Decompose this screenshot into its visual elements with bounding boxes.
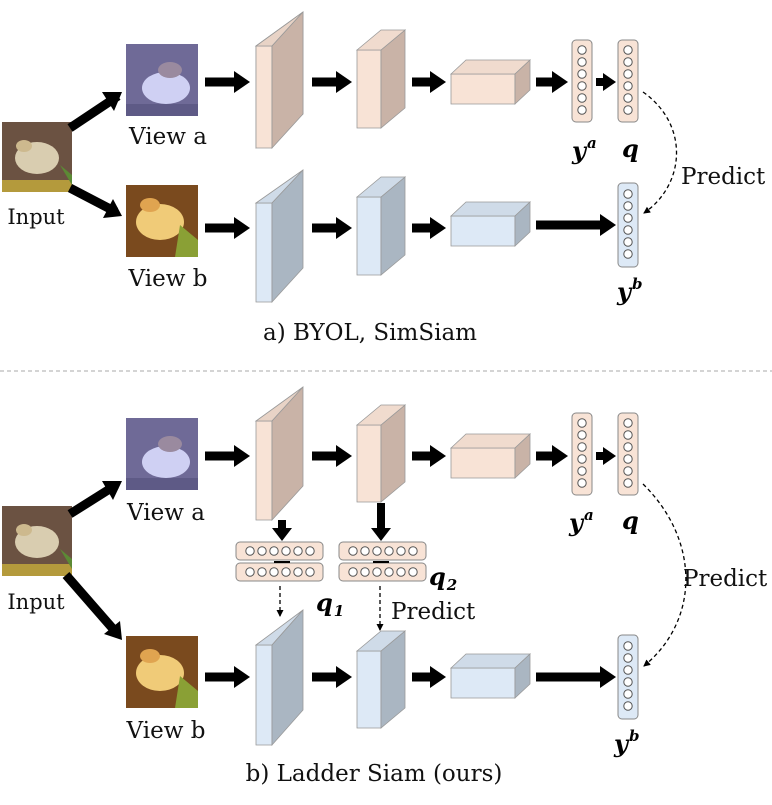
encoder-layer-3-a-top (449, 59, 532, 105)
ladder-predictor-1: q1 (235, 520, 344, 620)
view-a-image-bottom (126, 418, 198, 490)
q-label-bottom: q (622, 506, 639, 535)
vector-yb-bottom (617, 634, 639, 720)
panel-top: Input View a View b (2, 10, 766, 346)
encoder-layer-2-a-top (355, 29, 407, 129)
view-b-image-bottom (126, 636, 198, 708)
caption-bottom: b) Ladder Siam (ours) (246, 761, 503, 787)
input-image-top (2, 122, 72, 192)
panel-bottom: Input View a View b (2, 385, 768, 787)
encoder-layer-3-b-top (449, 201, 532, 247)
vector-q-bottom (617, 412, 639, 496)
input-label-top: Input (7, 205, 65, 229)
predict-label-right: Predict (683, 566, 768, 592)
vector-ya-bottom (571, 412, 593, 496)
ya-label-top: ya (571, 134, 597, 165)
encoder-layer-3-b-bottom (449, 653, 532, 699)
yb-label-top: yb (616, 275, 642, 306)
predict-label-top: Predict (681, 164, 766, 190)
encoder-layer-2-b-bottom (355, 630, 407, 729)
predict-label-mid: Predict (391, 599, 476, 625)
vector-ya-top (571, 39, 593, 123)
vector-yb-top (617, 182, 639, 268)
ladder-predictor-2: q2 Predict (338, 503, 476, 631)
yb-label-bottom: yb (613, 727, 639, 758)
encoder-layer-1-b-bottom (254, 608, 304, 747)
view-a-image-top (126, 44, 198, 116)
encoder-layer-1-a-top (254, 10, 304, 150)
view-a-label-top: View a (128, 124, 207, 150)
view-a-label-bottom: View a (126, 500, 205, 526)
view-b-image-top (126, 185, 198, 257)
vector-q-top (617, 39, 639, 123)
encoder-layer-1-a-bottom (254, 385, 304, 522)
view-b-label-top: View b (128, 266, 208, 292)
branch-a-top: ya q (205, 10, 639, 165)
caption-top: a) BYOL, SimSiam (263, 320, 477, 346)
branch-b-top: yb (205, 168, 642, 306)
ya-label-bottom: ya (568, 506, 594, 537)
encoder-layer-2-a-bottom (355, 404, 407, 503)
encoder-layer-1-b-top (254, 168, 304, 304)
q1-label: q1 (316, 588, 344, 620)
predict-arrow-top (642, 91, 678, 214)
q2-label: q2 (429, 562, 457, 594)
input-label-bottom: Input (7, 590, 65, 614)
predict-arrow-bottom (642, 483, 687, 667)
encoder-layer-3-a-bottom (449, 433, 532, 479)
branch-b-bottom: yb (205, 608, 639, 758)
view-b-label-bottom: View b (126, 718, 206, 744)
input-image-bottom (2, 506, 72, 576)
arrow-input-to-view-b-bottom (62, 572, 118, 633)
q-label-top: q (622, 134, 639, 163)
branch-a-bottom: ya q (205, 385, 639, 537)
encoder-layer-2-b-top (355, 176, 407, 276)
